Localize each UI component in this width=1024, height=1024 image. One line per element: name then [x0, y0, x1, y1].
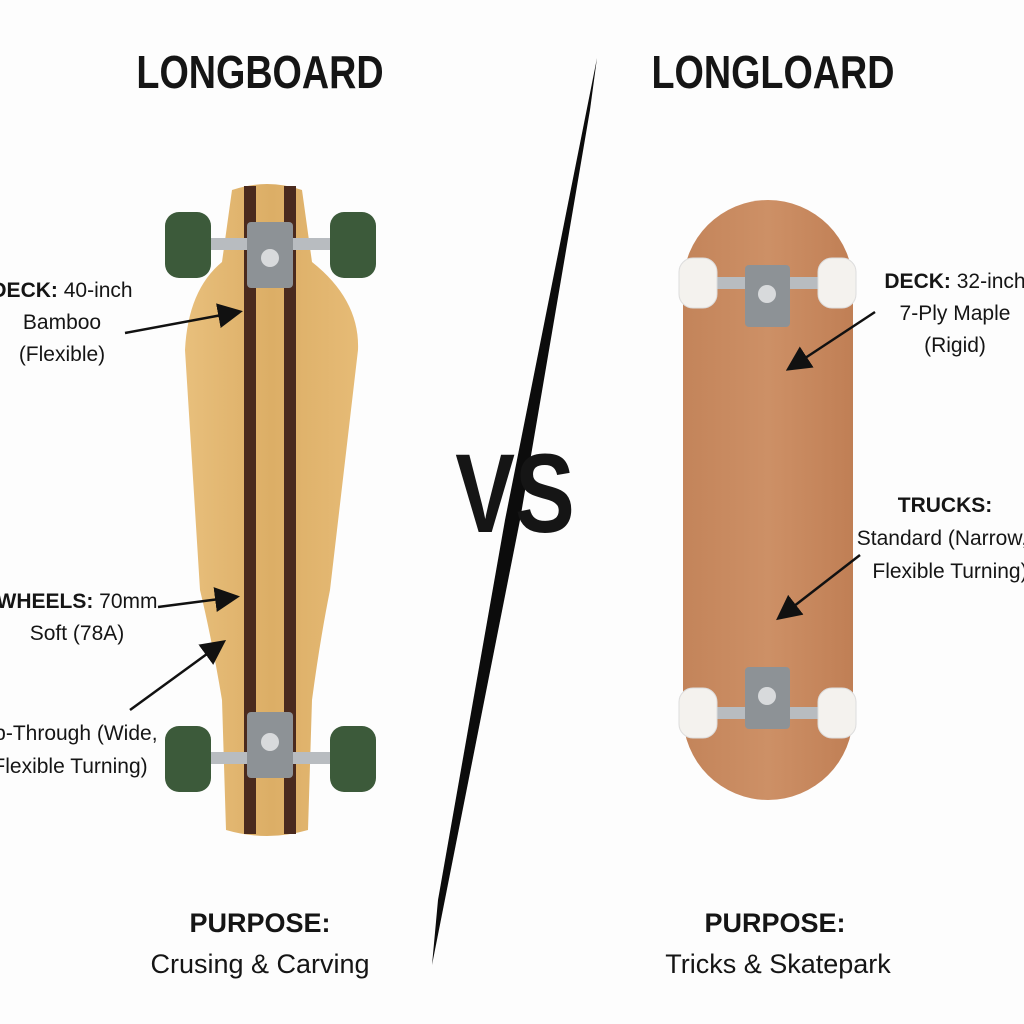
svg-text:Standard (Narrow,: Standard (Narrow, — [857, 527, 1024, 550]
svg-text:DECK: 32-inch: DECK: 32-inch — [884, 270, 1024, 293]
svg-text:Bamboo: Bamboo — [23, 311, 101, 334]
skateboard-illustration — [678, 200, 857, 800]
front-truck — [678, 257, 857, 327]
rear-truck — [165, 712, 376, 792]
wheels-arrow — [157, 587, 240, 612]
svg-text:Soft (78A): Soft (78A) — [30, 622, 125, 645]
wheel — [165, 726, 211, 792]
deck-stripe — [244, 186, 256, 834]
svg-text:Flexible Turning): Flexible Turning) — [0, 755, 148, 778]
left-purpose: PURPOSE: Crusing & Carving — [150, 908, 369, 979]
svg-text:Crusing & Carving: Crusing & Carving — [150, 949, 369, 979]
wheel — [678, 687, 718, 739]
svg-text:Flexible Turning): Flexible Turning) — [872, 560, 1024, 583]
svg-text:op-Through (Wide,: op-Through (Wide, — [0, 722, 158, 745]
wheel — [817, 257, 857, 309]
front-truck — [165, 212, 376, 288]
wheel — [330, 726, 376, 792]
deck-key: DECK: — [0, 279, 58, 302]
rear-truck — [678, 667, 857, 739]
wheel — [165, 212, 211, 278]
right-deck-label: DECK: 32-inch 7-Ply Maple (Rigid) — [884, 270, 1024, 357]
left-trucks-label: op-Through (Wide, Flexible Turning) — [0, 722, 158, 778]
svg-text:(Rigid): (Rigid) — [924, 334, 986, 357]
vs-label: VS — [455, 432, 575, 557]
right-purpose: PURPOSE: Tricks & Skatepark — [665, 908, 891, 979]
svg-text:TRUCKS:: TRUCKS: — [898, 494, 993, 517]
trucks-arrow — [129, 640, 227, 712]
divider-slash — [432, 58, 597, 965]
svg-text:WHEELS: 70mm: WHEELS: 70mm — [0, 590, 158, 613]
wheel — [330, 212, 376, 278]
left-wheels-label: WHEELS: 70mm Soft (78A) — [0, 590, 158, 645]
right-title: LONGLOARD — [652, 46, 895, 97]
longboard-illustration — [165, 184, 376, 836]
right-trucks-label: TRUCKS: Standard (Narrow, Flexible Turni… — [857, 494, 1024, 583]
svg-text:(Flexible): (Flexible) — [19, 343, 105, 366]
svg-text:Tricks & Skatepark: Tricks & Skatepark — [665, 949, 891, 979]
bamboo-deck — [185, 184, 359, 836]
svg-text:PURPOSE:: PURPOSE: — [189, 908, 330, 938]
wheel — [817, 687, 857, 739]
left-title: LONGBOARD — [136, 46, 383, 97]
svg-text:DECK: 40-inch: DECK: 40-inch — [0, 279, 133, 302]
trucks-arrow — [776, 554, 861, 621]
deck-arrow — [124, 303, 243, 335]
svg-text:PURPOSE:: PURPOSE: — [704, 908, 845, 938]
left-deck-label: DECK: 40-inch Bamboo (Flexible) — [0, 279, 133, 366]
wheel — [678, 257, 718, 309]
svg-text:7-Ply Maple: 7-Ply Maple — [900, 302, 1011, 325]
deck-stripe — [284, 186, 296, 834]
deck-arrow — [785, 310, 876, 371]
